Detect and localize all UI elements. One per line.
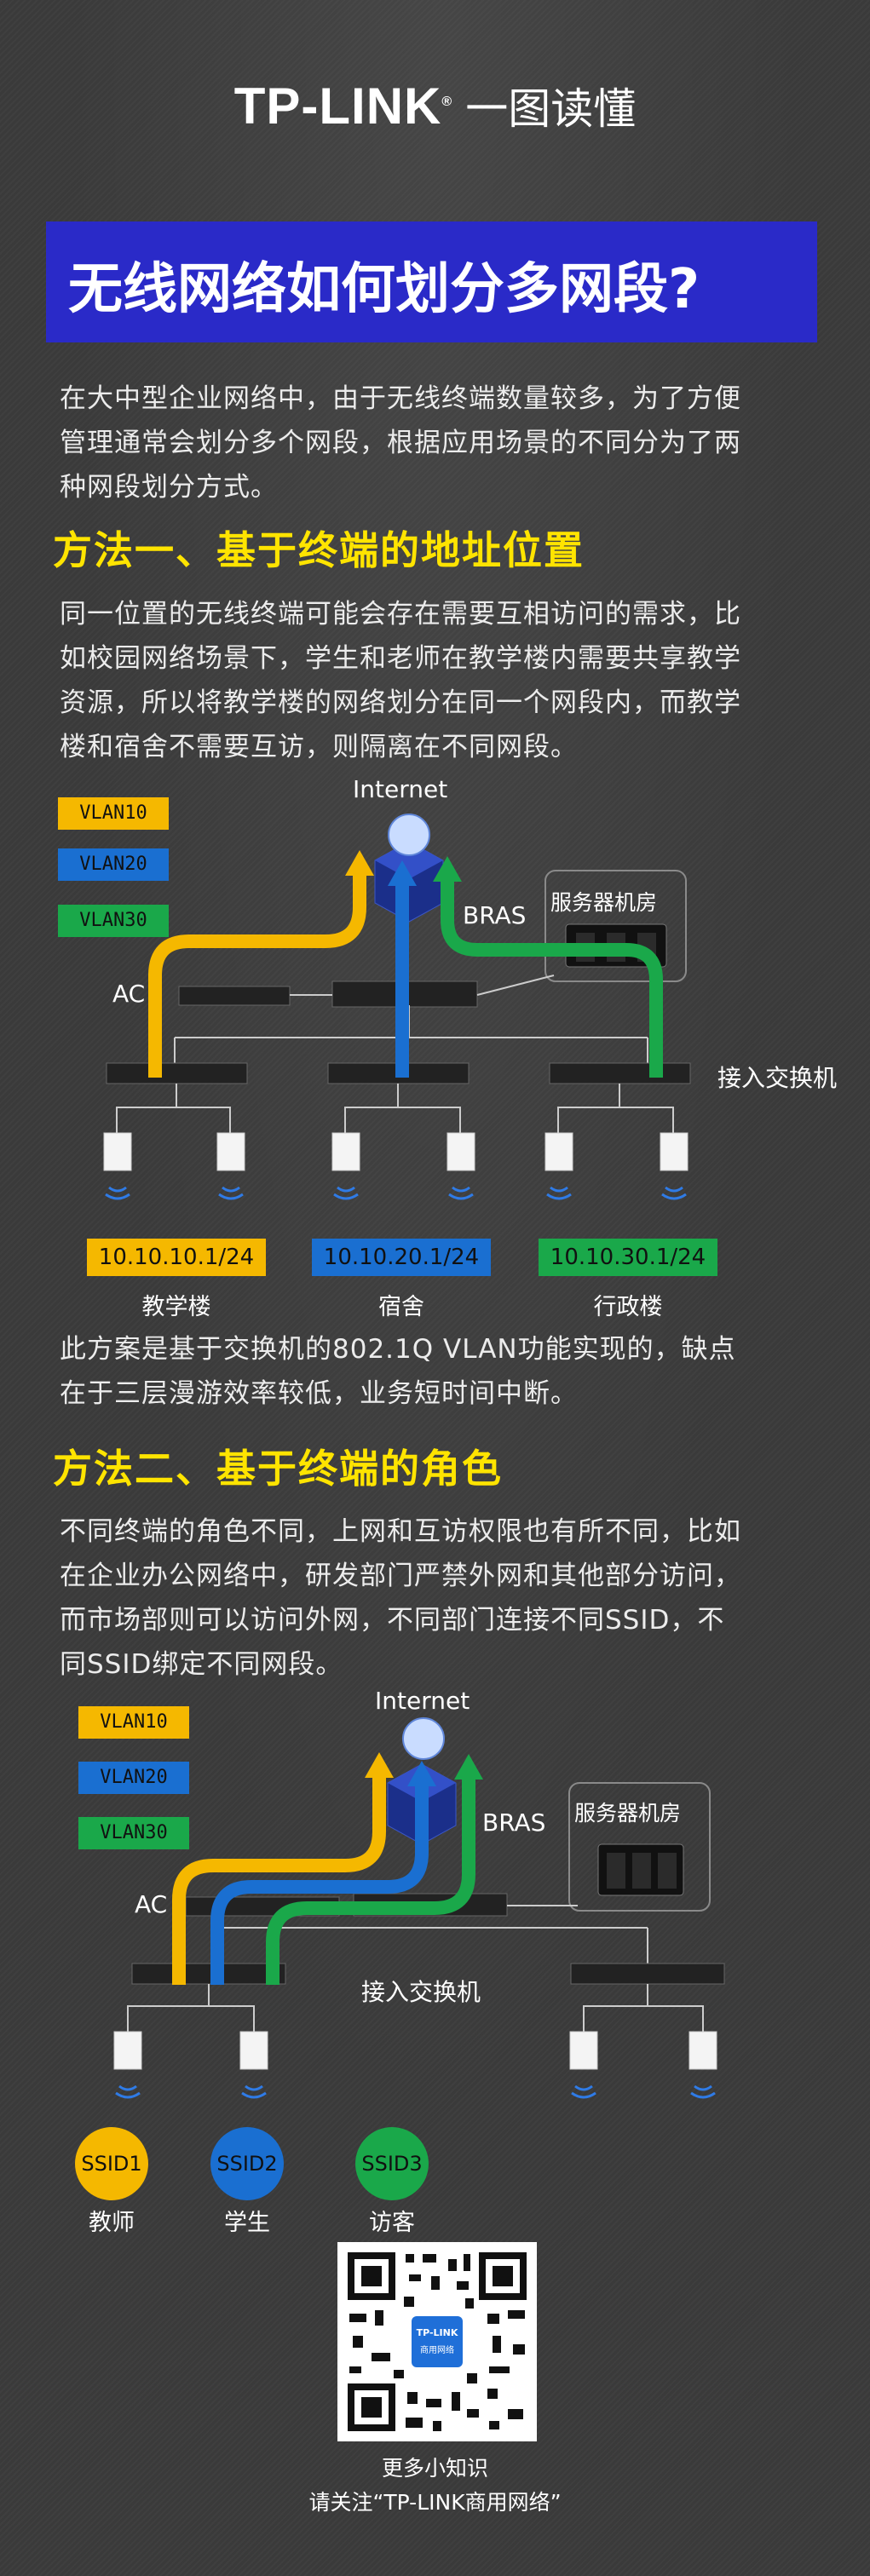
ac-label: AC <box>135 1890 168 1918</box>
vlan30-arrow <box>441 879 663 1078</box>
access-switch-label: 接入交换机 <box>361 1978 481 2006</box>
access-switch-1 <box>131 1963 286 1985</box>
access-switch-1 <box>106 1062 248 1084</box>
legend-vlan10: VLAN10 <box>58 797 169 830</box>
access-switch-2 <box>570 1963 725 1985</box>
role-teacher: 教师 <box>89 2210 135 2236</box>
server-room-frame <box>544 870 687 982</box>
server-room-label: 服务器机房 <box>550 890 658 915</box>
slogan: 一图读懂 <box>465 84 637 134</box>
role-visitor: 访客 <box>369 2210 415 2236</box>
ap-icon <box>544 1132 573 1171</box>
method2-diagram: VLAN10 VLAN20 VLAN30 Internet BRAS AC 服务… <box>0 1682 870 2236</box>
method2-network-svg <box>113 1717 725 2099</box>
intro-paragraph: 在大中型企业网络中，由于无线终端数量较多，为了方便 管理通常会划分多个网段，根据… <box>60 383 741 503</box>
ap-icon <box>113 2031 142 2070</box>
footer-line1: 更多小知识 <box>381 2456 488 2481</box>
method2-paragraph: 不同终端的角色不同，上网和互访权限也有所不同，比如 在企业办公网络中，研发部门严… <box>60 1516 741 1680</box>
vlan30-arrow <box>266 1778 475 1985</box>
method1-note: 此方案是基于交换机的802.1Q VLAN功能实现的，缺点 在于三层漫游效率较低… <box>60 1334 736 1409</box>
internet-label: Internet <box>375 1687 470 1715</box>
method1-paragraph: 同一位置的无线终端可能会存在需要互相访问的需求，比 如校园网络场景下，学生和老师… <box>60 599 741 762</box>
vlan20-arrow <box>210 1785 429 1985</box>
title-banner: 无线网络如何划分多网段? <box>46 221 817 342</box>
legend-vlan20: VLAN20 <box>78 1762 189 1794</box>
method2-heading: 方法二、基于终端的角色 <box>53 1446 503 1492</box>
vlan10-arrow <box>148 873 366 1078</box>
server-room-frame <box>568 1782 711 1912</box>
qr-badge-line1: TP-LINK <box>416 2327 458 2338</box>
ap-icon <box>689 2031 717 2070</box>
qr-code[interactable]: TP-LINK 商用网络 <box>337 2242 537 2441</box>
access-switch-3 <box>549 1062 691 1084</box>
header: TP-LINK® 一图读懂 <box>0 75 870 135</box>
tplink-logo: TP-LINK® <box>233 77 453 135</box>
access-switch-label: 接入交换机 <box>717 1064 838 1092</box>
qr-badge-line2: 商用网络 <box>420 2346 454 2355</box>
vlan10-arrow <box>172 1776 386 1985</box>
internet-label: Internet <box>353 775 448 803</box>
ac-label: AC <box>112 980 146 1008</box>
subnet-vlan30: 10.10.30.1/24 <box>539 1239 717 1276</box>
ap-icon <box>239 2031 268 2070</box>
role-student: 学生 <box>224 2210 270 2236</box>
ap-icon <box>331 1132 360 1171</box>
method1-heading: 方法一、基于终端的地址位置 <box>53 527 585 573</box>
location-admin: 行政楼 <box>593 1294 663 1320</box>
server-room-label: 服务器机房 <box>574 1801 682 1826</box>
ap-icon <box>447 1132 475 1171</box>
ap-icon <box>569 2031 598 2070</box>
method1-network-svg <box>103 814 691 1200</box>
legend-vlan20: VLAN20 <box>58 848 169 881</box>
legend-vlan30: VLAN30 <box>78 1817 189 1849</box>
qr-center-logo <box>412 2316 463 2367</box>
location-teaching: 教学楼 <box>141 1294 211 1320</box>
ap-icon <box>103 1132 132 1171</box>
ap-icon <box>660 1132 689 1171</box>
bras-label: BRAS <box>482 1808 546 1837</box>
legend-vlan10: VLAN10 <box>78 1706 189 1739</box>
subnet-vlan10: 10.10.10.1/24 <box>87 1239 266 1276</box>
bras-label: BRAS <box>463 901 527 929</box>
ssid1-badge: SSID1 <box>75 2127 148 2200</box>
ssid3-badge: SSID3 <box>355 2127 429 2200</box>
location-dorm: 宿舍 <box>378 1294 424 1320</box>
footer-line2: 请关注“TP-LINK商用网络” <box>308 2490 562 2515</box>
ac-device <box>178 986 291 1006</box>
method1-diagram: VLAN10 VLAN20 VLAN30 Internet BRAS AC 服务… <box>0 767 870 1329</box>
subnet-vlan20: 10.10.20.1/24 <box>312 1239 491 1276</box>
ap-icon <box>216 1132 245 1171</box>
page-title: 无线网络如何划分多网段? <box>68 258 700 321</box>
qr-pattern <box>348 2252 527 2431</box>
legend-vlan30: VLAN30 <box>58 905 169 937</box>
ssid2-badge: SSID2 <box>210 2127 284 2200</box>
